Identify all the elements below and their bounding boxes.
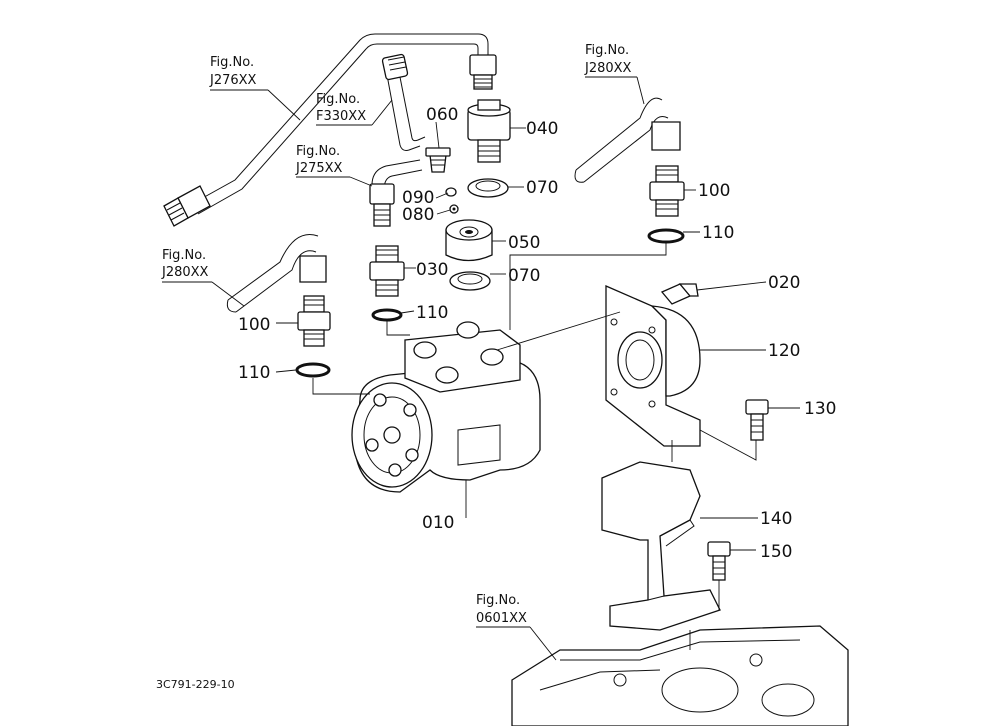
adapter-040	[467, 99, 511, 163]
fig-ref-j280-right-code: J280XX	[584, 61, 632, 76]
fig-ref-j275-title: Fig.No.	[296, 144, 340, 159]
label-140: 140	[760, 509, 792, 529]
label-110-left: 110	[238, 363, 270, 383]
ball-080	[449, 204, 459, 214]
fig-ref-j276-code: J276XX	[209, 73, 257, 88]
fig-ref-0601: Fig.No. 0601XX	[476, 593, 527, 626]
label-130: 130	[804, 399, 836, 419]
washer-070-lower	[449, 271, 491, 291]
fig-ref-0601-code: 0601XX	[476, 611, 527, 626]
o-ring-110-left	[295, 362, 331, 378]
fig-ref-f330: Fig.No. F330XX	[316, 92, 366, 124]
bolt-150	[707, 541, 731, 581]
fig-ref-j280-right: Fig.No. J280XX	[584, 43, 632, 76]
label-010: 010	[422, 513, 454, 533]
fig-ref-j280-left-code: J280XX	[161, 265, 209, 280]
hydraulic-pipe-j276	[163, 33, 497, 227]
fitting-060	[425, 147, 451, 173]
support-bracket-140	[601, 461, 721, 631]
fig-ref-j280-right-title: Fig.No.	[585, 43, 629, 58]
label-070-lower: 070	[508, 266, 540, 286]
transmission-housing-0601	[511, 625, 849, 726]
label-110-right: 110	[702, 223, 734, 243]
fitting-100-right	[649, 165, 685, 217]
o-ring-110-right	[647, 228, 685, 244]
fitting-100-left	[297, 295, 331, 347]
fig-ref-j276: Fig.No. J276XX	[209, 55, 257, 88]
label-090: 090	[402, 188, 434, 208]
fig-ref-j280-left: Fig.No. J280XX	[161, 248, 209, 280]
fig-ref-j276-title: Fig.No.	[210, 55, 254, 70]
label-030: 030	[416, 260, 448, 280]
label-080: 080	[402, 205, 434, 225]
steering-unit-010	[351, 321, 541, 493]
fig-ref-j280-left-title: Fig.No.	[162, 248, 206, 263]
hydraulic-pipe-f330	[381, 53, 426, 151]
bolt-020	[660, 283, 699, 305]
label-120: 120	[768, 341, 800, 361]
bolt-130	[745, 399, 769, 441]
bracket-120	[605, 285, 701, 447]
label-050: 050	[508, 233, 540, 253]
label-020: 020	[768, 273, 800, 293]
seal-090	[445, 187, 457, 197]
fitting-030	[369, 245, 405, 297]
fig-ref-j275: Fig.No. J275XX	[295, 144, 343, 176]
fig-ref-f330-title: Fig.No.	[316, 92, 360, 107]
hydraulic-pipe-j280-left	[226, 234, 327, 313]
o-ring-110-center	[371, 308, 403, 322]
label-070-upper: 070	[526, 178, 558, 198]
label-100-left: 100	[238, 315, 270, 335]
label-150: 150	[760, 542, 792, 562]
hydraulic-pipe-j280-right	[574, 97, 681, 183]
fig-ref-0601-title: Fig.No.	[476, 593, 520, 608]
fig-ref-j275-code: J275XX	[295, 161, 343, 176]
washer-070-upper	[467, 178, 509, 198]
hydraulic-pipe-j275	[369, 159, 423, 227]
drawing-code: 3C791-229-10	[156, 678, 235, 691]
leader-lines	[162, 76, 800, 661]
label-100-right: 100	[698, 181, 730, 201]
label-060: 060	[426, 105, 458, 125]
label-110-center: 110	[416, 303, 448, 323]
housing-050	[445, 219, 493, 262]
fig-ref-f330-code: F330XX	[316, 109, 366, 124]
label-040: 040	[526, 119, 558, 139]
